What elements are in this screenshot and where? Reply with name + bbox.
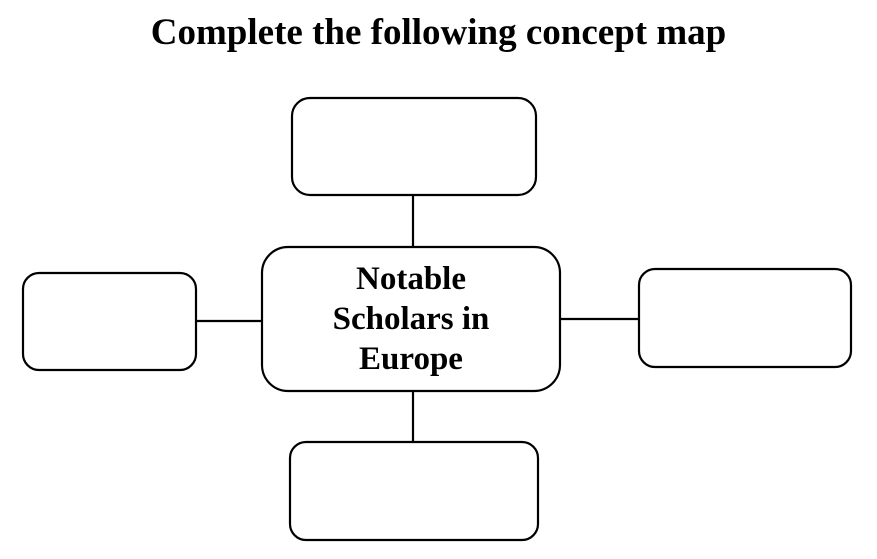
center-concept-label: Notable Scholars in Europe [332, 261, 490, 377]
concept-box-left[interactable] [21, 271, 198, 372]
concept-box-right[interactable] [637, 267, 853, 369]
concept-box-bottom[interactable] [288, 440, 540, 542]
center-concept: Notable Scholars in Europe [262, 247, 560, 391]
center-concept-box [260, 245, 562, 393]
concept-box-top[interactable] [290, 96, 538, 197]
worksheet-title: Complete the following concept map [150, 12, 727, 53]
